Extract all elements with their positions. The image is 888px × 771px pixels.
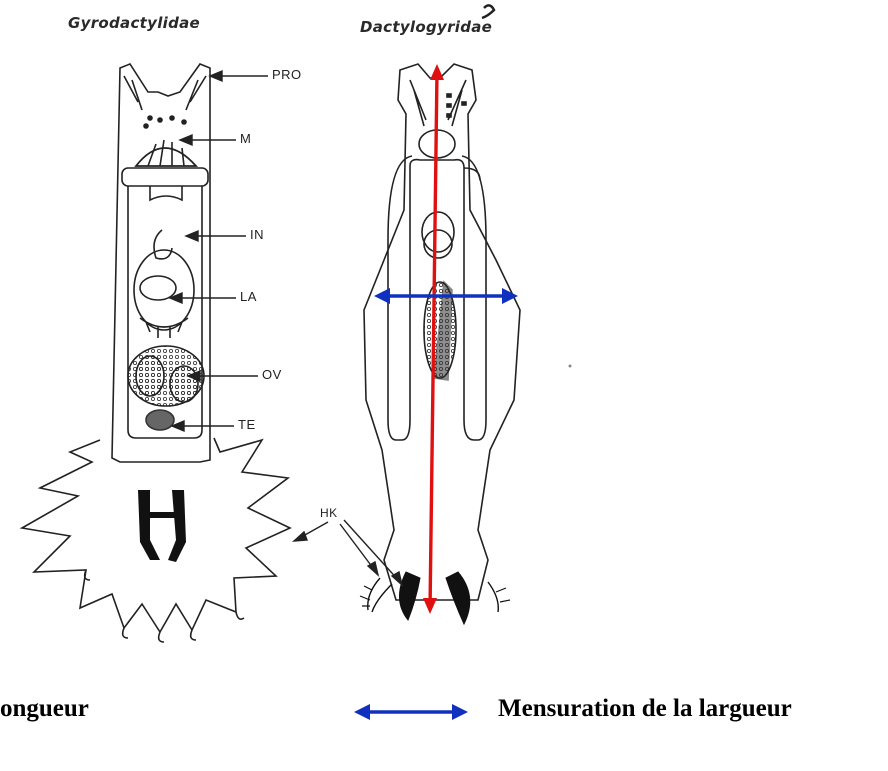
label-leaders [170, 71, 402, 585]
legend-width-text: Mensuration de la largueur [498, 695, 792, 723]
stray-dot [569, 365, 572, 368]
label-pro: PRO [272, 67, 302, 82]
gyrodactylidae-anchors [138, 490, 186, 562]
legend-length-text: ongueur [0, 695, 89, 723]
legend-width-arrow [354, 704, 468, 720]
title-gyrodactylidae: Gyrodactylidae [68, 14, 200, 32]
title-dactylogyridae: Dactylogyridae [360, 18, 492, 36]
label-hk: HK [320, 506, 338, 520]
label-in: IN [250, 227, 264, 242]
label-te: TE [238, 417, 256, 432]
dactylogyridae-body [364, 64, 520, 600]
label-la: LA [240, 289, 257, 304]
stray-mark [482, 5, 494, 18]
label-ov: OV [262, 367, 282, 382]
label-m: M [240, 131, 251, 146]
